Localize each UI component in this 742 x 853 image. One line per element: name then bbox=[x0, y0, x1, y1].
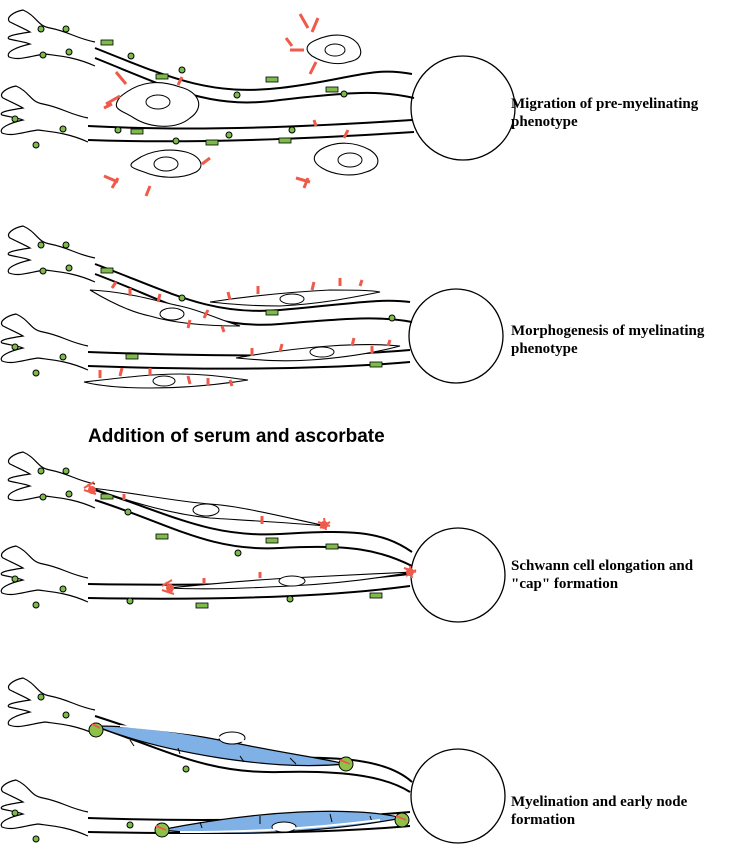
schwann-cell-spindle bbox=[209, 278, 381, 307]
stage-3-diagram bbox=[0, 451, 506, 623]
schwann-cell-spindle bbox=[235, 337, 401, 362]
myelin-segment bbox=[95, 725, 347, 767]
nucleus-dots bbox=[11, 241, 396, 377]
growth-cone-upper bbox=[7, 677, 96, 735]
schwann-cell-migrating bbox=[295, 119, 379, 189]
growth-cone-lower bbox=[0, 313, 89, 371]
stage-2-diagram bbox=[0, 225, 504, 389]
neuron-cell-body bbox=[410, 748, 506, 844]
growth-cone-upper bbox=[7, 451, 96, 509]
axon-patches bbox=[100, 39, 339, 146]
stage-label-myelination: Myelination and early node formation bbox=[511, 794, 688, 828]
schwann-cell-migrating bbox=[103, 149, 211, 197]
stage-1-diagram bbox=[0, 9, 516, 197]
stage-label-elongation: Schwann cell elongation and "cap" format… bbox=[511, 558, 694, 592]
node-of-ranvier bbox=[154, 812, 410, 838]
nucleus-dots bbox=[11, 25, 348, 149]
treatment-heading: Addition of serum and ascorbate bbox=[88, 426, 385, 447]
nucleus-dots bbox=[11, 467, 294, 609]
growth-cone-upper bbox=[7, 225, 96, 283]
growth-cone-lower bbox=[0, 779, 89, 837]
neuron-cell-body bbox=[410, 55, 516, 161]
stage-label-morphogenesis: Morphogenesis of myelinating phenotype bbox=[511, 323, 705, 357]
axon-upper bbox=[94, 47, 415, 104]
axon-lower bbox=[87, 119, 415, 143]
growth-cone-lower bbox=[0, 545, 89, 603]
node-of-ranvier bbox=[88, 722, 354, 772]
nucleus-dots bbox=[11, 693, 190, 843]
axon-upper bbox=[94, 489, 413, 567]
schwann-cell-migrating bbox=[284, 13, 362, 75]
neuron-cell-body bbox=[410, 527, 506, 623]
stage-label-migration: Migration of pre-myelinating phenotype bbox=[511, 96, 699, 130]
growth-cone-upper bbox=[7, 9, 96, 67]
neuron-cell-body bbox=[408, 288, 504, 384]
axon-patches bbox=[100, 493, 383, 609]
schwann-cell-elongated bbox=[83, 481, 331, 531]
myelin-segment bbox=[159, 810, 403, 834]
stage-4-diagram bbox=[0, 677, 506, 844]
growth-cone-lower bbox=[0, 85, 89, 143]
schwann-cell-spindle bbox=[89, 281, 241, 333]
axon-patches bbox=[100, 267, 383, 368]
schwann-cell-elongated bbox=[161, 565, 417, 595]
schwann-cell-spindle bbox=[83, 367, 249, 389]
schwann-cell-migrating bbox=[103, 71, 200, 127]
